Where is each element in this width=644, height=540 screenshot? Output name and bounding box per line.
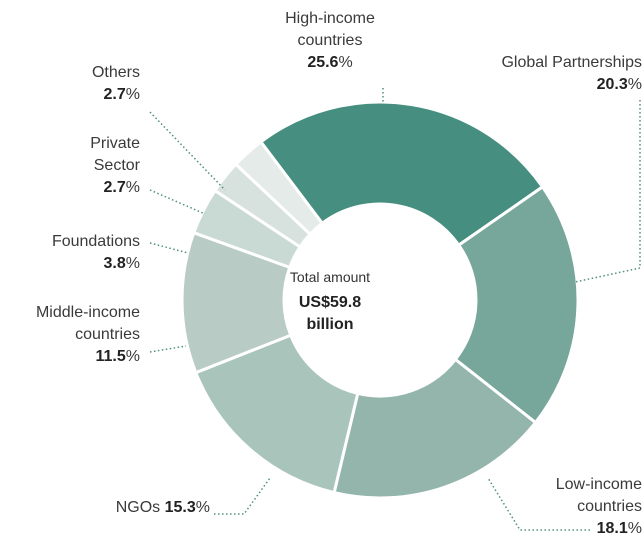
center-value-line2: billion bbox=[306, 316, 354, 333]
label-others: Others 2.7% bbox=[91, 64, 140, 103]
label-high-income: High-income countries 25.6% bbox=[285, 10, 375, 71]
center-value-line1: US$59.8 bbox=[298, 294, 362, 311]
slice-others bbox=[233, 139, 325, 237]
leader-line-global-partnerships bbox=[574, 100, 641, 283]
leader-line-private-sector bbox=[149, 189, 206, 215]
slice-ngos bbox=[193, 333, 360, 495]
label-private-sector: Private Sector 2.7% bbox=[90, 135, 140, 196]
donut-center: Total amount US$59.8 billion bbox=[280, 268, 380, 336]
leader-line-foundations bbox=[149, 242, 189, 254]
leader-line-middle-income bbox=[149, 345, 187, 353]
slice-high-income bbox=[258, 100, 545, 248]
label-low-income: Low-income countries 18.1% bbox=[555, 476, 642, 537]
slice-low-income bbox=[332, 357, 538, 500]
leader-line-others bbox=[149, 111, 226, 191]
slice-global-partnerships bbox=[453, 184, 580, 425]
label-global-partnerships: Global Partnerships 20.3% bbox=[501, 54, 642, 93]
label-ngos: NGOs 15.3% bbox=[115, 499, 210, 516]
label-middle-income: Middle-income countries 11.5% bbox=[35, 304, 140, 365]
leader-line-ngos bbox=[214, 477, 271, 515]
label-foundations: Foundations 3.8% bbox=[51, 233, 140, 272]
center-label: Total amount bbox=[289, 269, 371, 285]
